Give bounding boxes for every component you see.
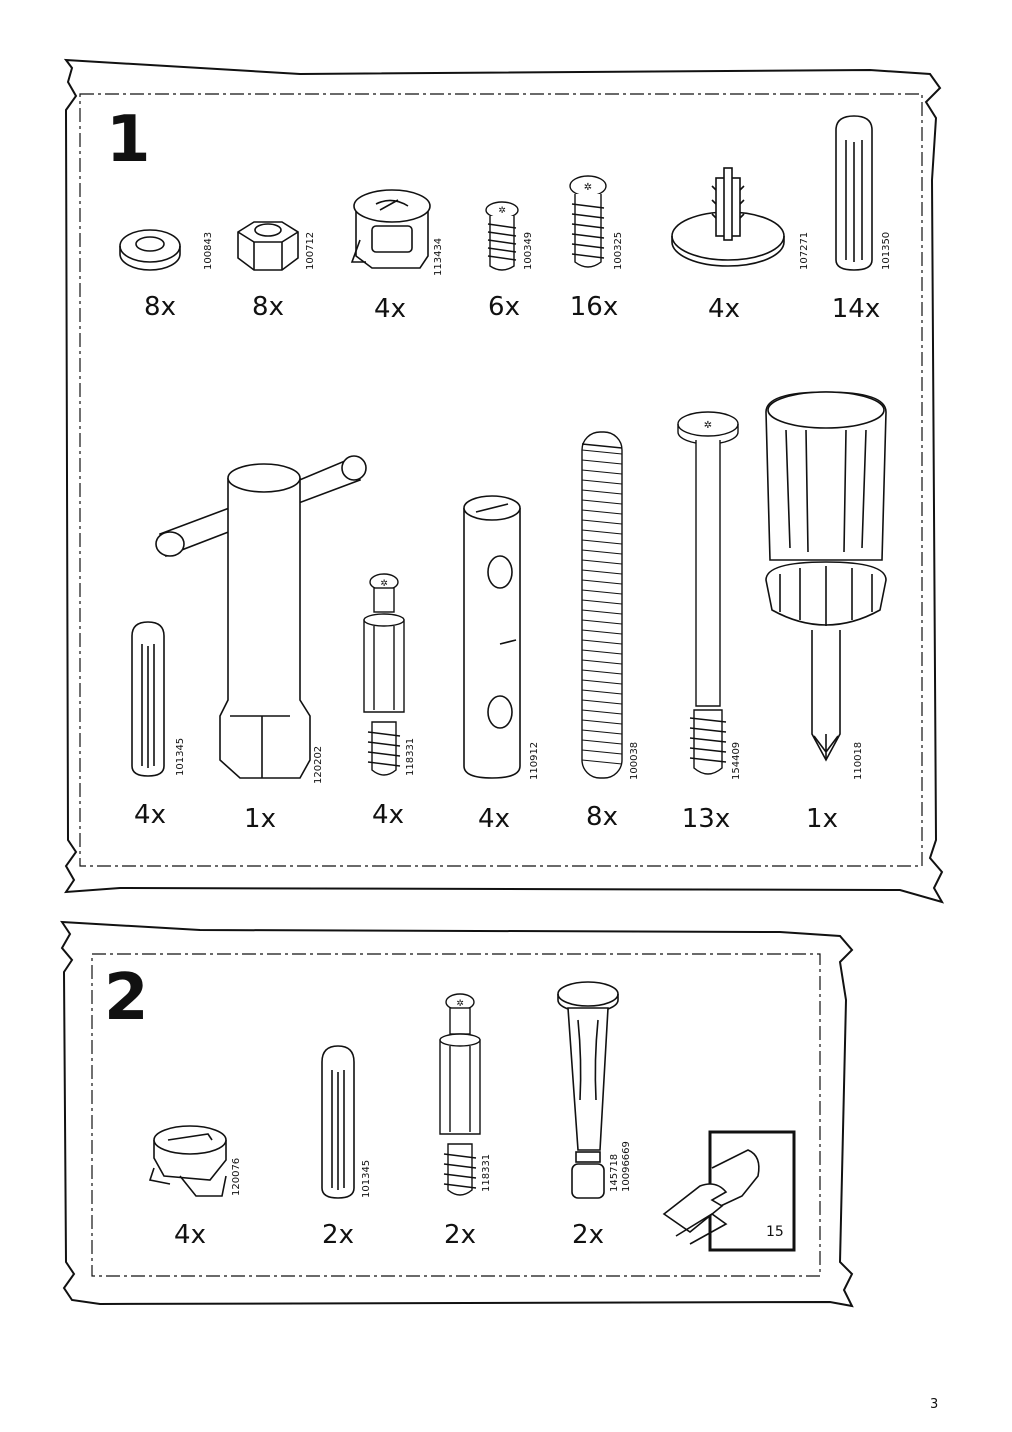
wooden-dowel-icon	[131, 621, 165, 777]
part-quantity: 4x	[174, 1220, 206, 1250]
svg-text:✲: ✲	[498, 206, 506, 216]
part-quantity: 4x	[478, 804, 510, 834]
part-code: 110912	[529, 741, 540, 780]
bag2-dashed-border	[91, 953, 821, 1277]
part-code: 107271	[799, 231, 810, 270]
part-code: 118331	[481, 1153, 492, 1192]
short-screw-icon: ✲	[485, 201, 519, 271]
part-code: 113434	[433, 237, 444, 276]
part-quantity: 2x	[322, 1220, 354, 1250]
svg-text:✲: ✲	[456, 999, 464, 1009]
screw-icon: ✲	[569, 175, 607, 268]
wooden-dowel-long-icon	[835, 115, 873, 271]
cam-bolt-icon: ✲	[363, 573, 405, 776]
screwdriver-icon	[765, 391, 887, 762]
part-quantity: 8x	[586, 802, 618, 832]
part-quantity: 4x	[372, 800, 404, 830]
part-code: 100038	[629, 741, 640, 780]
part-code: 120202	[313, 745, 324, 784]
part-quantity: 6x	[488, 292, 520, 322]
split-lock-washer-icon	[119, 229, 181, 271]
part-quantity: 13x	[681, 804, 731, 834]
part-code: 110018	[853, 741, 864, 780]
part-quantity: 2x	[444, 1220, 476, 1250]
part-code: 101345	[175, 737, 186, 776]
part-code: 118331	[405, 737, 416, 776]
cam-lock-small-icon	[148, 1125, 227, 1197]
part-code: 100349	[523, 231, 534, 270]
part-quantity: 4x	[134, 800, 166, 830]
cam-lock-icon	[350, 189, 431, 269]
part-code: 101350	[881, 231, 892, 270]
part-code: 101345	[361, 1159, 372, 1198]
part-code: 120076	[231, 1157, 242, 1196]
part-code: 100325	[613, 231, 624, 270]
t-wrench-icon	[155, 455, 367, 779]
part-quantity: 2x	[572, 1220, 604, 1250]
part-code: 145718	[609, 1153, 620, 1192]
plastic-foot-icon	[671, 167, 785, 267]
part-quantity: 4x	[708, 294, 740, 324]
svg-text:✲: ✲	[584, 182, 592, 193]
page-reference-number: 15	[766, 1224, 784, 1240]
bag1-dashed-border	[79, 93, 923, 867]
part-quantity: 8x	[144, 292, 176, 322]
part-quantity: 1x	[806, 804, 838, 834]
threaded-rod-threads	[581, 449, 623, 765]
hex-nut-icon	[237, 221, 299, 271]
barrel-nut-icon	[463, 495, 521, 779]
svg-text:✲: ✲	[704, 420, 712, 431]
long-bolt-icon: ✲	[677, 411, 739, 775]
bag2-number: 2	[104, 961, 149, 1035]
part-code: 100843	[203, 231, 214, 270]
part-code: 100712	[305, 231, 316, 270]
bag1-outline	[63, 58, 945, 904]
plastic-plug-icon	[557, 981, 619, 1199]
part-quantity: 8x	[252, 292, 284, 322]
part-quantity: 14x	[831, 294, 881, 324]
cam-bolt-icon: ✲	[439, 993, 481, 1196]
bag2-outline	[60, 920, 854, 1308]
part-code-secondary: 10096669	[621, 1141, 632, 1192]
page-reference-icon	[662, 1130, 796, 1252]
part-quantity: 4x	[374, 294, 406, 324]
bag1-number: 1	[106, 103, 151, 177]
part-quantity: 16x	[569, 292, 619, 322]
page-number: 3	[930, 1397, 939, 1412]
part-quantity: 1x	[244, 804, 276, 834]
svg-text:✲: ✲	[380, 579, 388, 589]
wooden-dowel-icon	[321, 1045, 355, 1199]
part-code: 154409	[731, 741, 742, 780]
